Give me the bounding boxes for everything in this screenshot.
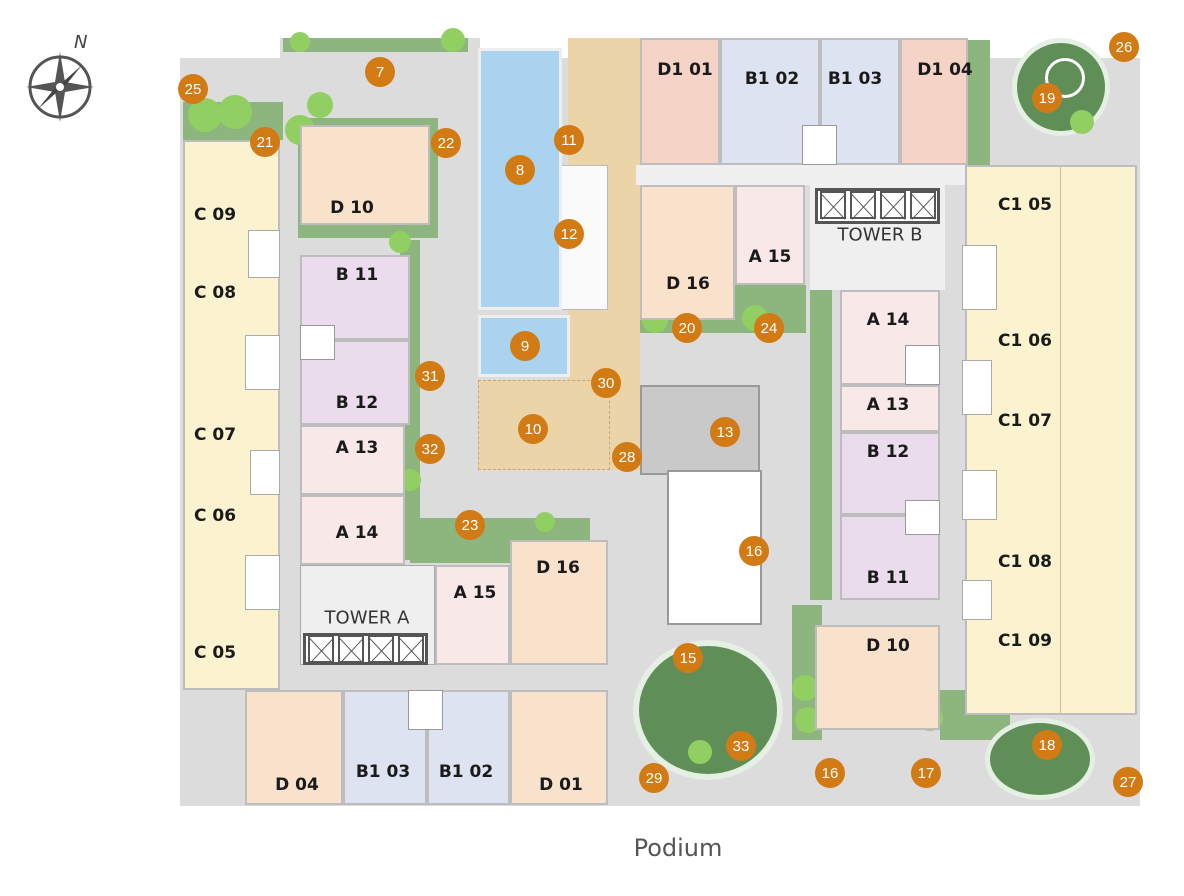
unit-label[interactable]: D 16	[536, 558, 580, 578]
page-title: Podium	[633, 834, 723, 862]
amenity-marker[interactable]: 17	[911, 758, 941, 788]
amenity-marker[interactable]: 28	[612, 442, 642, 472]
amenity-marker[interactable]: 20	[672, 313, 702, 343]
amenity-13-block	[640, 385, 760, 475]
unit-label[interactable]: B1 03	[827, 69, 883, 89]
amenity-marker[interactable]: 24	[754, 313, 784, 343]
amenity-marker[interactable]: 30	[591, 368, 621, 398]
amenity-marker[interactable]: 27	[1113, 767, 1143, 797]
amenity-marker[interactable]: 7	[365, 57, 395, 87]
amenity-marker[interactable]: 25	[178, 74, 208, 104]
amenity-marker[interactable]: 8	[505, 155, 535, 185]
unit-label[interactable]: B 12	[335, 393, 379, 413]
unit-label[interactable]: D1 04	[917, 60, 973, 80]
unit-a15-b[interactable]	[735, 185, 805, 285]
unit-label[interactable]: B1 02	[438, 762, 494, 782]
unit-a13-b[interactable]	[840, 385, 940, 432]
unit-a15-a[interactable]	[435, 565, 510, 665]
amenity-marker[interactable]: 18	[1032, 730, 1062, 760]
amenity-marker[interactable]: 33	[726, 731, 756, 761]
compass-rose-icon: N	[22, 32, 102, 127]
unit-label[interactable]: B1 03	[355, 762, 411, 782]
amenity-marker[interactable]: 22	[431, 128, 461, 158]
unit-d10-a[interactable]	[300, 125, 430, 225]
amenity-marker[interactable]: 19	[1032, 83, 1062, 113]
amenity-marker[interactable]: 13	[710, 417, 740, 447]
north-label: N	[74, 32, 88, 53]
unit-label[interactable]: A 14	[866, 310, 910, 330]
unit-label[interactable]: A 13	[335, 438, 379, 458]
amenity-marker[interactable]: 32	[415, 434, 445, 464]
unit-label[interactable]: C 09	[193, 205, 237, 225]
unit-a14-a[interactable]	[300, 495, 405, 565]
amenity-marker[interactable]: 10	[518, 414, 548, 444]
elevator-icon	[368, 635, 394, 663]
unit-label[interactable]: C 07	[193, 425, 237, 445]
amenity-marker[interactable]: 26	[1109, 32, 1139, 62]
elevator-icon	[820, 191, 846, 219]
unit-label[interactable]: C1 06	[998, 331, 1052, 351]
unit-label[interactable]: C1 05	[998, 195, 1052, 215]
amenity-marker[interactable]: 31	[415, 361, 445, 391]
amenity-marker[interactable]: 16	[815, 758, 845, 788]
tower-a-label: TOWER A	[324, 607, 410, 629]
unit-d16-b[interactable]	[640, 185, 735, 320]
unit-label[interactable]: D 10	[330, 198, 374, 218]
unit-label[interactable]: D 16	[666, 274, 710, 294]
unit-a13-a[interactable]	[300, 425, 405, 495]
amenity-marker[interactable]: 12	[554, 219, 584, 249]
unit-label[interactable]: A 15	[748, 247, 792, 267]
amenity-marker[interactable]: 15	[673, 643, 703, 673]
unit-label[interactable]: B 11	[866, 568, 910, 588]
tower-b-label: TOWER B	[837, 224, 923, 246]
amenity-marker[interactable]: 29	[639, 763, 669, 793]
elevator-icon	[910, 191, 936, 219]
amenity-marker[interactable]: 23	[455, 510, 485, 540]
unit-label[interactable]: D 10	[866, 636, 910, 656]
unit-d04[interactable]	[245, 690, 343, 805]
unit-label[interactable]: C 08	[193, 283, 237, 303]
unit-label[interactable]: A 15	[453, 583, 497, 603]
unit-label[interactable]: A 13	[866, 395, 910, 415]
unit-label[interactable]: C1 09	[998, 631, 1052, 651]
unit-label[interactable]: C 05	[193, 643, 237, 663]
amenity-marker[interactable]: 9	[510, 331, 540, 361]
elevator-icon	[880, 191, 906, 219]
elevator-icon	[850, 191, 876, 219]
elevator-icon	[338, 635, 364, 663]
unit-d01[interactable]	[510, 690, 608, 805]
unit-d10-b[interactable]	[815, 625, 940, 730]
elevator-icon	[398, 635, 424, 663]
unit-label[interactable]: B1 02	[744, 69, 800, 89]
unit-label[interactable]: C1 07	[998, 411, 1052, 431]
unit-label[interactable]: D 01	[539, 775, 583, 795]
elevator-icon	[308, 635, 334, 663]
unit-label[interactable]: A 14	[335, 523, 379, 543]
unit-label[interactable]: D 04	[275, 775, 319, 795]
unit-label[interactable]: C1 08	[998, 552, 1052, 572]
unit-d104[interactable]	[900, 38, 968, 165]
garden-strip	[283, 38, 468, 52]
unit-label[interactable]: B 11	[335, 265, 379, 285]
amenity-marker[interactable]: 16	[739, 536, 769, 566]
unit-d16-a[interactable]	[510, 540, 608, 665]
amenity-marker[interactable]: 21	[250, 127, 280, 157]
unit-label[interactable]: B 12	[866, 442, 910, 462]
unit-label[interactable]: D1 01	[657, 60, 713, 80]
unit-d101[interactable]	[640, 38, 720, 165]
amenity-marker[interactable]: 11	[554, 125, 584, 155]
unit-label[interactable]: C 06	[193, 506, 237, 526]
